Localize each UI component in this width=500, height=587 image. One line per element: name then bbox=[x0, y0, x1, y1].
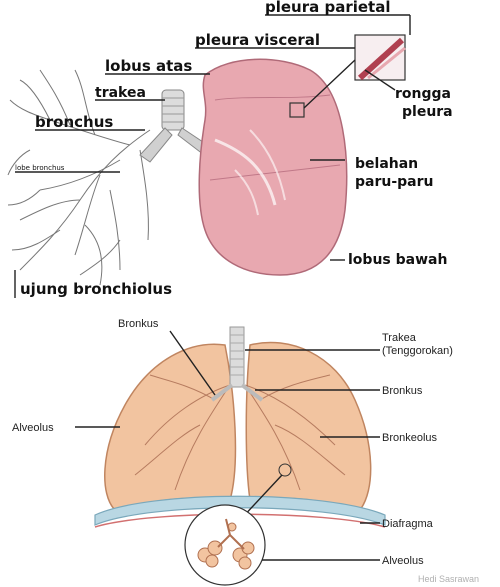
label-pleura-parietal: pleura parietal bbox=[265, 0, 390, 16]
label-diafragma: Diafragma bbox=[382, 518, 434, 530]
label-lobus-bawah: lobus bawah bbox=[348, 252, 447, 268]
lung-illustration-top: pleura parietal pleura visceral lobus at… bbox=[0, 0, 500, 300]
label-pleura-visceral: pleura visceral bbox=[195, 31, 320, 49]
label-alveolus-left: Alveolus bbox=[12, 422, 54, 434]
label-bronkeolus: Bronkeolus bbox=[382, 432, 438, 444]
bronchial-tree bbox=[8, 70, 150, 285]
label-ujung-bronchiolus: ujung bronchiolus bbox=[20, 280, 172, 298]
label-rongga-2: pleura bbox=[402, 104, 453, 120]
lung-right bbox=[246, 342, 370, 510]
label-lobus-atas: lobus atas bbox=[105, 57, 192, 75]
lung-diagram-bottom: Bronkus Trakea (Tenggorokan) Bronkus Alv… bbox=[0, 305, 500, 587]
label-trakea: trakea bbox=[95, 85, 146, 101]
lung-pink bbox=[199, 59, 346, 275]
label-belahan-2: paru-paru bbox=[355, 174, 434, 190]
label-bronkus-left: Bronkus bbox=[118, 318, 159, 330]
label-rongga-1: rongga bbox=[395, 86, 451, 102]
label-trakea-1: Trakea bbox=[382, 332, 417, 344]
label-bronchus: bronchus bbox=[35, 113, 113, 131]
lung-left bbox=[105, 344, 236, 510]
label-alveolus-bottom: Alveolus bbox=[382, 555, 424, 567]
lung-illustration-bottom: Bronkus Trakea (Tenggorokan) Bronkus Alv… bbox=[0, 305, 500, 587]
label-trakea-2: (Tenggorokan) bbox=[382, 345, 453, 357]
label-bronkus-right: Bronkus bbox=[382, 385, 423, 397]
lung-diagram-top: pleura parietal pleura visceral lobus at… bbox=[0, 0, 500, 300]
label-lobe-bronchus: lobe bronchus bbox=[15, 164, 65, 172]
label-belahan-1: belahan bbox=[355, 156, 418, 172]
credit-text: Hedi Sasrawan bbox=[418, 574, 479, 584]
